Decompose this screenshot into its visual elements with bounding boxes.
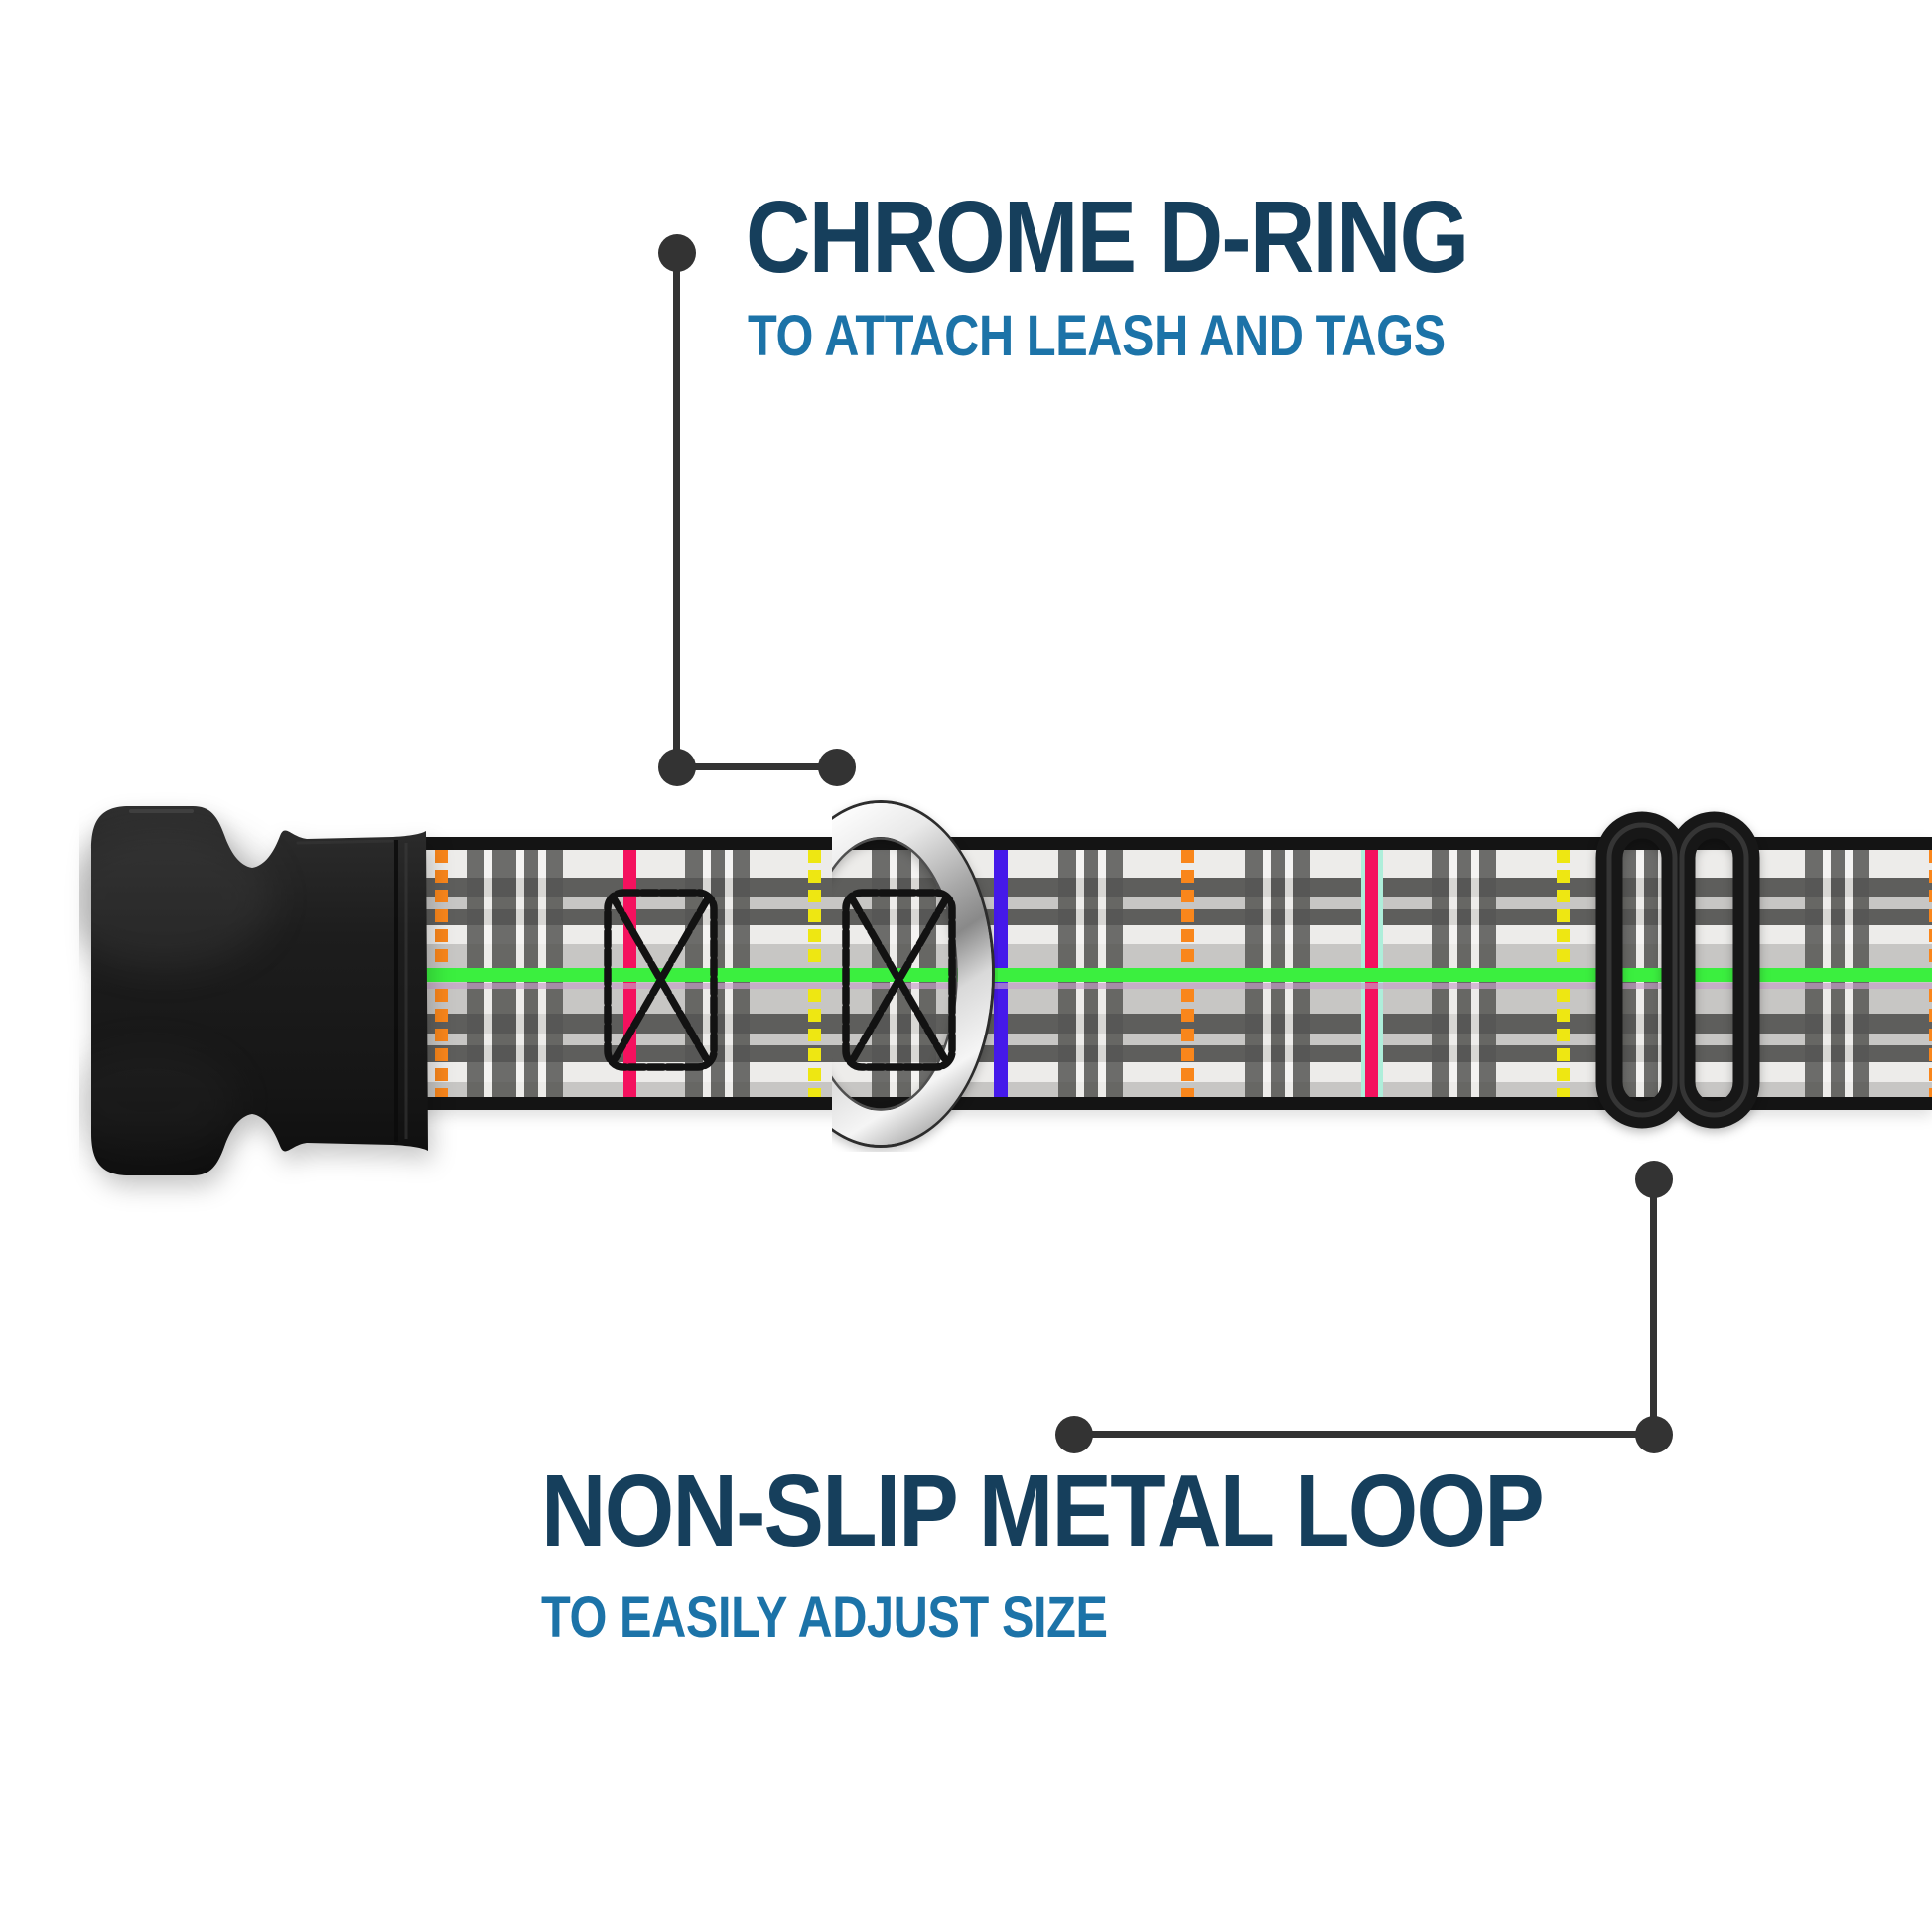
dring-callout-dot-target xyxy=(818,749,856,786)
loop-callout-title: NON-SLIP METAL LOOP xyxy=(541,1453,1545,1568)
plaid-lavender-stripe xyxy=(407,983,1932,989)
loop-callout-subtitle: TO EASILY ADJUST SIZE xyxy=(541,1586,1108,1650)
loop-callout-line-vertical xyxy=(1650,1179,1657,1435)
loop-callout-dot-corner xyxy=(1635,1416,1673,1453)
stitch-box xyxy=(842,889,956,1071)
metal-triglide-loop xyxy=(1595,811,1760,1129)
loop-callout-line-horizontal xyxy=(1074,1431,1654,1438)
dring-callout-line-horizontal xyxy=(677,763,837,770)
dring-callout-title: CHROME D-RING xyxy=(746,180,1469,294)
stitch-box xyxy=(604,889,718,1071)
loop-callout-dot-end xyxy=(1055,1416,1093,1453)
loop-callout-dot-target xyxy=(1635,1161,1673,1198)
dring-callout-subtitle: TO ATTACH LEASH AND TAGS xyxy=(748,304,1446,368)
plastic-buckle xyxy=(79,806,428,1175)
stitch-boxes xyxy=(604,889,956,1071)
dring-callout-line-vertical xyxy=(673,253,680,767)
plaid-green-stripe xyxy=(407,968,1932,982)
dring-callout-dot-corner xyxy=(658,749,696,786)
dring-callout-dot-top xyxy=(658,234,696,272)
